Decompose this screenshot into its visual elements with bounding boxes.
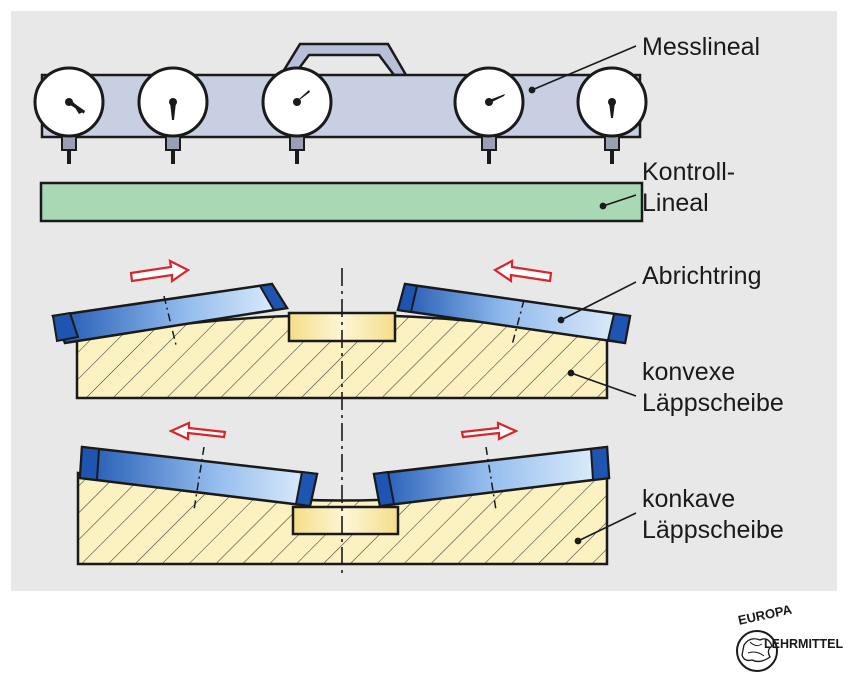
dial-gauges [33,66,648,164]
convex-left-ring [51,282,290,346]
label-kontroll-line2: Lineal [642,189,709,217]
concave-center-insert [291,505,400,536]
direction-arrow-icon [492,259,553,284]
dial-gauge-icon [137,66,209,164]
label-messlineal: Messlineal [642,33,760,61]
concave-left-ring [78,445,319,511]
logo-top-text: EUROPA [737,602,794,628]
direction-arrow-icon [168,421,227,441]
label-konkave-line1: konkave [642,485,735,513]
leader-lines [528,45,637,545]
convex-right-ring [396,282,632,346]
label-konkave-line2: Läppscheibe [642,516,784,544]
concave-right-ring [372,445,611,511]
label-konvexe-line1: konvexe [642,358,735,386]
logo-right-text: LEHRMITTEL [764,637,844,651]
ruler-body [40,73,642,139]
dial-gauge-icon [261,66,333,164]
label-kontroll-line1: Kontroll- [642,158,735,186]
direction-arrow-icon [460,421,519,441]
label-abrichtring: Abrichtring [642,262,762,290]
label-konvexe-line2: Läppscheibe [642,389,784,417]
dial-gauge-icon [33,66,105,164]
control-ruler [39,181,644,223]
dial-gauge-icon [576,66,648,164]
europa-lehrmittel-logo: EUROPA LEHRMITTEL [736,602,844,672]
dial-gauge-icon [453,66,525,164]
convex-lapping-disc [51,259,632,400]
direction-arrow-icon [129,259,191,284]
